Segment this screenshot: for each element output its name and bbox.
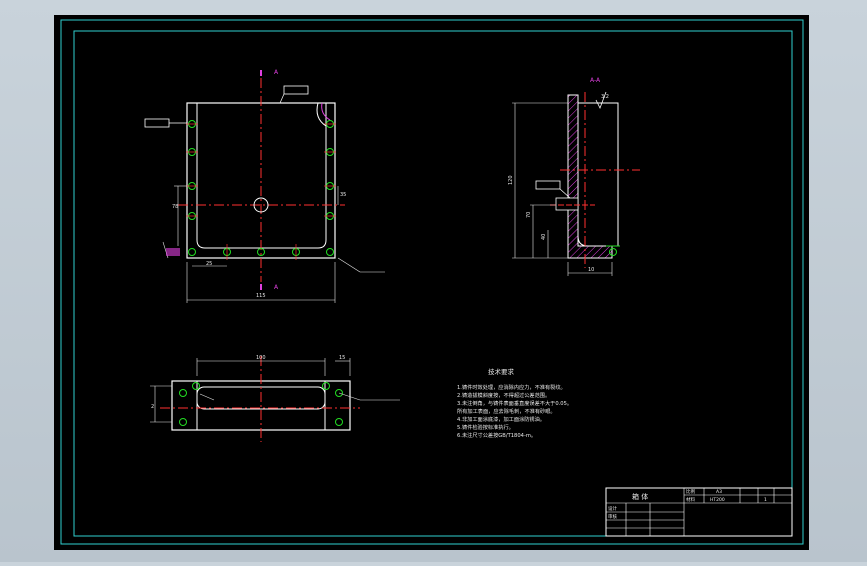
section-mark-bottom: A [274,284,279,291]
side-view: A-A 3.2 120 70 40 10 [508,77,640,276]
part-name: 箱 体 [632,492,648,501]
dim-side-base: 10 [588,267,594,273]
dim-side-mid: 70 [526,212,532,218]
side-view-outline [577,102,619,247]
outer-frame [60,19,804,545]
tech-line: 2.铸造拔模斜度按，不得超过公差范围。 [457,391,550,399]
tech-line: 5.铸件检验按标准执行。 [457,423,514,431]
tech-line: 3.未注倒角，与铸件表面垂直度误差不大于0.05。 [457,399,572,407]
dim-side-low: 40 [541,234,547,240]
checker-label: 审核 [608,513,617,520]
dim-bottom-side: 2 [151,404,154,410]
dim-top-small: 25 [206,261,212,267]
dim-bottom-end: 15 [339,355,345,361]
material-label: 材料 [686,496,695,503]
dim-top-left: 78 [172,204,178,210]
tech-line: 所有加工表面，应去除毛刺，不准有砂眼。 [457,407,556,415]
scale-label: 比例 [686,488,695,495]
section-title: A-A [590,77,601,84]
tech-line: 1.铸件时效处理，应消除内应力，不准有裂纹。 [457,383,566,391]
drawing-area [54,15,809,550]
side-view-roughness: 3.2 [601,94,609,100]
quantity-value: 1 [764,497,767,503]
tech-line: 6.未注尺寸公差按GB/T1804-m。 [457,431,536,439]
inner-frame [73,30,793,537]
dim-side-height: 120 [508,175,514,185]
side-view-tag [535,180,561,190]
designer-label: 设计 [608,505,617,512]
dim-top-width: 115 [256,293,266,299]
bottom-view: 100 15 2 [150,355,400,442]
dim-top-right: 35 [340,192,346,198]
tech-title: 技术要求 [488,367,515,376]
dim-bottom-length: 100 [256,355,266,361]
title-block: 箱 体 比例 A3 材料 HT200 1 设计 审核 [605,487,793,537]
bottom-view-holes [179,382,343,426]
scale-value: A3 [716,489,722,495]
top-view: A A 115 78 25 35 [144,69,385,303]
tech-line: 4.非加工面涂底漆，加工面涂防锈油。 [457,415,545,423]
material-value: HT200 [710,497,725,503]
tech-requirements: 技术要求 1.铸件时效处理，应消除内应力，不准有裂纹。 2.铸造拔模斜度按，不得… [457,367,572,439]
top-view-tag-top [283,85,309,95]
section-mark-top: A [274,69,279,76]
center-hole [253,197,269,213]
